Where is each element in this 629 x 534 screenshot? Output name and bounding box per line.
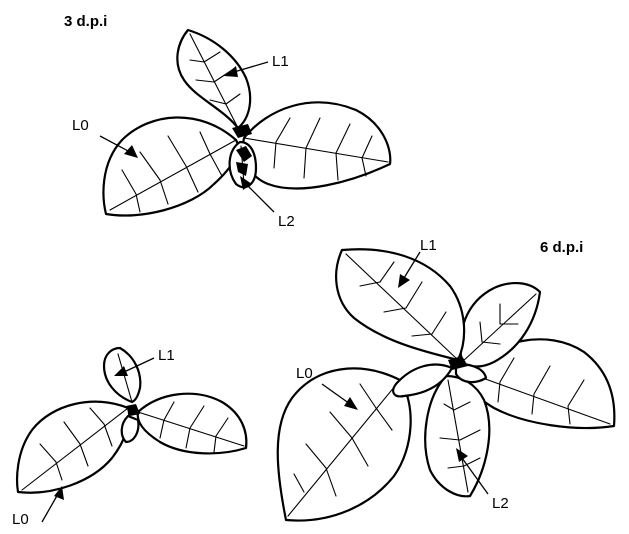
label-l1-small: L1 — [158, 347, 175, 364]
leaf-l1 — [177, 30, 250, 128]
leaf-l1-large — [336, 249, 464, 360]
title-3dpi: 3 d.p.i — [64, 13, 107, 30]
leaf-l0-large — [278, 368, 411, 520]
label-l2-top: L2 — [278, 213, 295, 230]
leaf-l2-large — [425, 376, 489, 496]
label-l1-large: L1 — [420, 237, 437, 254]
leaf-right-small — [138, 394, 247, 454]
plant-small: L1 L0 — [12, 347, 246, 528]
label-l0-top: L0 — [72, 117, 89, 134]
label-l1-top: L1 — [272, 53, 289, 70]
plant-3dpi: 3 d.p.i L1 L0 L2 — [64, 13, 390, 230]
leaf-right — [243, 102, 390, 188]
leaf-l0-small — [17, 402, 129, 493]
leaf-l0 — [103, 117, 237, 215]
label-l2-large: L2 — [492, 495, 509, 512]
label-l0-small: L0 — [12, 511, 29, 528]
title-6dpi: 6 d.p.i — [540, 239, 583, 256]
label-l0-large: L0 — [296, 365, 313, 382]
plant-6dpi: 6 d.p.i L1 L0 L2 — [278, 237, 615, 521]
